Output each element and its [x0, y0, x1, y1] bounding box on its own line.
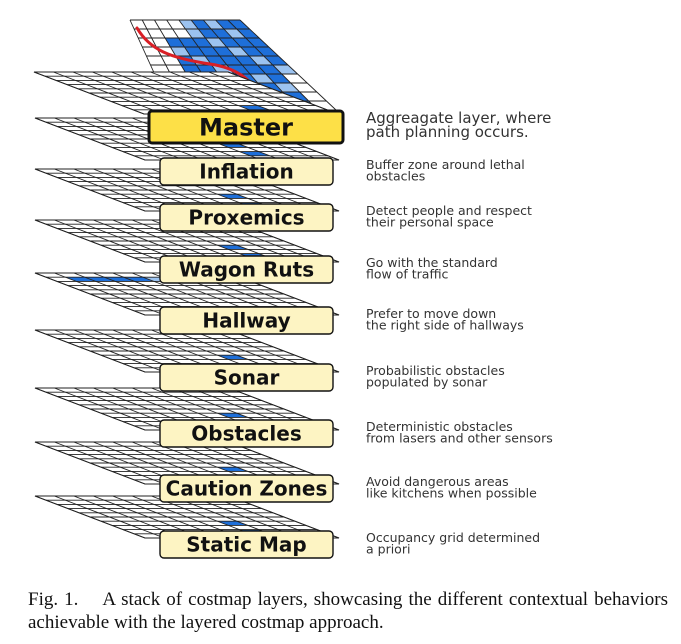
description-line: Prefer to move down [366, 306, 496, 321]
layer-name: Sonar [214, 366, 280, 390]
figure-caption: Fig. 1.A stack of costmap layers, showca… [28, 588, 668, 634]
layer-name: Master [199, 114, 293, 142]
grid-cell [238, 105, 269, 110]
grid-cell [234, 56, 258, 65]
layer-label-box [159, 530, 334, 559]
grid-cell [170, 47, 191, 56]
grid-cell [226, 47, 250, 56]
grid-cell [123, 277, 154, 282]
grid-cell [245, 38, 269, 47]
grid-cell [218, 38, 241, 47]
grid-cell [249, 56, 273, 65]
layer-label-wagon-ruts: Wagon Ruts [159, 255, 334, 284]
description-line: Buffer zone around lethal [366, 157, 525, 172]
grid-cell [178, 20, 199, 29]
grid-cell [65, 277, 96, 282]
grid-cell [104, 277, 135, 282]
description-line: path planning occurs. [366, 123, 529, 141]
grid-cell [203, 20, 224, 29]
layer-label-box [159, 203, 334, 232]
layer-label-box [159, 157, 334, 186]
description-line: from lasers and other sensors [366, 431, 553, 446]
grid-cell [272, 65, 298, 74]
grid-cell [211, 29, 233, 38]
description-line: Probabilistic obstacles [366, 363, 505, 378]
grid-cell [227, 20, 250, 29]
description-line: Avoid dangerous areas [366, 474, 509, 489]
description-line: Occupancy grid determined [366, 530, 540, 545]
grid-cell [217, 467, 248, 472]
figure-number: Fig. 1. [28, 589, 79, 610]
grid-cell [205, 38, 227, 47]
grid-cell [257, 65, 282, 74]
layer-name: Static Map [186, 533, 306, 557]
layer-label-hallway: Hallway [159, 306, 334, 335]
layer-name: Inflation [199, 160, 293, 184]
grid-cell [223, 29, 246, 38]
layer-label-box [159, 363, 334, 392]
description-line: a priori [366, 542, 410, 557]
grid-cell [217, 355, 248, 360]
description-line: flow of traffic [366, 267, 449, 282]
grid-cell [217, 194, 248, 199]
description-line: populated by sonar [366, 375, 488, 390]
layer-label-inflation: Inflation [159, 157, 334, 186]
grid-cell [217, 245, 248, 250]
grid-cell [191, 20, 212, 29]
grid-cell [198, 29, 219, 38]
grid-cell [236, 29, 260, 38]
grid-cell [215, 20, 237, 29]
layer-label-box [147, 109, 345, 145]
layer-label-proxemics: Proxemics [159, 203, 334, 232]
layer-name: Wagon Ruts [179, 258, 314, 282]
layer-label-caution-zones: Caution Zones [159, 474, 334, 503]
layer-name: Obstacles [191, 422, 301, 446]
description-line: Go with the standard [366, 255, 498, 270]
description-line: obstacles [366, 169, 425, 184]
grid-cell [239, 151, 270, 156]
grid-cell [217, 413, 248, 418]
grid-cell [240, 47, 264, 56]
description-line: Detect people and respect [366, 203, 532, 218]
grid-cell [254, 47, 279, 56]
layer-name: Hallway [202, 309, 290, 333]
description-line: Deterministic obstacles [366, 419, 513, 434]
grid-cell [217, 521, 248, 526]
grid-cell [84, 277, 116, 282]
layer-label-sonar: Sonar [159, 363, 334, 392]
master-grid [33, 71, 339, 115]
layer-label-box [159, 474, 334, 503]
caption-text: A stack of costmap layers, showcasing th… [28, 589, 668, 633]
description-line: their personal space [366, 215, 494, 230]
description-line: like kitchens when possible [366, 486, 537, 501]
grid-cell [263, 56, 288, 65]
layer-label-master: Master [147, 109, 345, 145]
grid-cell [265, 74, 291, 83]
description-line: the right side of hallways [366, 318, 524, 333]
layer-name: Proxemics [188, 206, 304, 230]
grid-cell [232, 38, 255, 47]
layer-label-box [159, 419, 334, 448]
description-line: Aggreagate layer, where [366, 109, 551, 127]
layer-label-static-map: Static Map [159, 530, 334, 559]
layer-label-box [159, 255, 334, 284]
layer-label-box [159, 306, 334, 335]
layer-label-obstacles: Obstacles [159, 419, 334, 448]
layer-name: Caution Zones [166, 477, 328, 501]
